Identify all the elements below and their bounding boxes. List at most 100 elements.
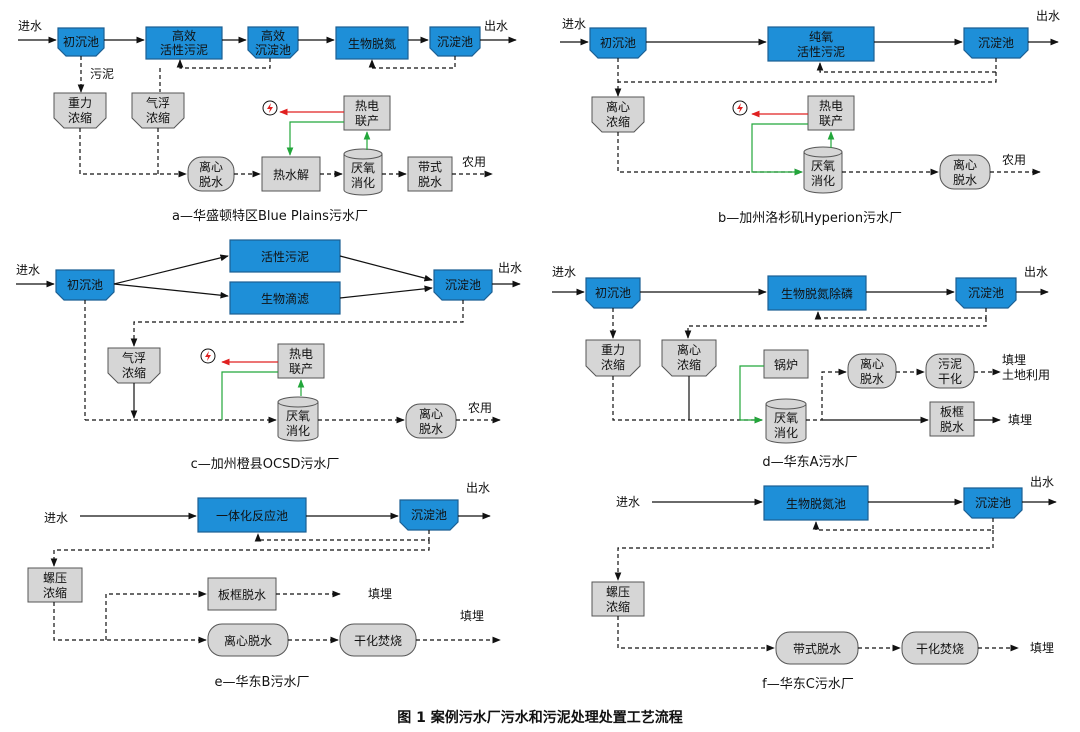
svg-text:d—华东A污水厂: d—华东A污水厂 — [762, 455, 857, 470]
svg-text:b—加州洛杉矶Hyperion污水厂: b—加州洛杉矶Hyperion污水厂 — [718, 211, 902, 226]
svg-text:高效: 高效 — [172, 28, 196, 43]
d-final-clarifier: 沉淀池 — [955, 277, 1017, 309]
svg-text:农用: 农用 — [468, 401, 492, 415]
svg-text:消化: 消化 — [351, 176, 375, 190]
svg-text:活性污泥: 活性污泥 — [261, 250, 309, 264]
a-primary-label: 初沉池 — [63, 35, 99, 49]
svg-text:干化焚烧: 干化焚烧 — [916, 642, 964, 656]
a-chp: 热电 联产 — [343, 95, 391, 131]
svg-text:e—华东B污水厂: e—华东B污水厂 — [215, 675, 310, 690]
svg-text:活性污泥: 活性污泥 — [797, 45, 845, 59]
svg-text:初沉池: 初沉池 — [600, 36, 636, 50]
svg-text:沉淀池: 沉淀池 — [978, 36, 1014, 50]
svg-text:离心: 离心 — [860, 356, 884, 371]
panel-c: 进水 初沉池 活性污泥 生物滴滤 沉淀池 出水 气浮 浓缩 — [16, 239, 522, 472]
svg-text:消化: 消化 — [774, 426, 798, 440]
svg-text:离心脱水: 离心脱水 — [224, 633, 272, 648]
e-centrifuge-dewatering: 离心脱水 — [207, 623, 289, 657]
panel-e: 进水 一体化反应池 沉淀池 出水 螺压 浓缩 板框脱水 填埋 离心脱水 — [27, 481, 501, 690]
svg-text:f—华东C污水厂: f—华东C污水厂 — [762, 677, 854, 692]
c-power-icon — [200, 348, 216, 364]
svg-text:离心: 离心 — [419, 406, 443, 421]
svg-text:出水: 出水 — [1030, 475, 1054, 489]
svg-text:沉淀池: 沉淀池 — [445, 278, 481, 292]
svg-text:热电: 热电 — [819, 99, 843, 113]
svg-text:热水解: 热水解 — [273, 168, 309, 182]
svg-text:离心: 离心 — [606, 99, 630, 114]
a-gravity-thickener: 重力 浓缩 — [53, 92, 107, 129]
svg-text:浓缩: 浓缩 — [601, 357, 625, 372]
svg-text:带式脱水: 带式脱水 — [793, 641, 841, 656]
c-trickling-filter: 生物滴滤 — [229, 281, 341, 315]
svg-text:沉淀池: 沉淀池 — [411, 508, 447, 522]
svg-text:沉淀池: 沉淀池 — [437, 35, 473, 49]
svg-text:填埋: 填埋 — [460, 609, 484, 623]
svg-text:消化: 消化 — [286, 424, 310, 438]
svg-text:沉淀池: 沉淀池 — [975, 496, 1011, 510]
svg-text:高效: 高效 — [261, 28, 285, 43]
svg-text:沉淀池: 沉淀池 — [968, 286, 1004, 300]
svg-text:初沉池: 初沉池 — [595, 286, 631, 300]
a-inflow: 进水 — [18, 19, 42, 33]
a-final-clarifier: 沉淀池 — [429, 26, 481, 57]
svg-text:填埋: 填埋 — [1002, 353, 1026, 367]
b-primary-clarifier: 初沉池 — [589, 27, 647, 59]
svg-text:进水: 进水 — [44, 511, 68, 525]
svg-text:农用: 农用 — [462, 155, 486, 169]
svg-text:纯氧: 纯氧 — [809, 30, 833, 44]
a-daf-thickener: 气浮 浓缩 — [131, 92, 185, 129]
panel-f: 进水 生物脱氮池 沉淀池 出水 螺压 浓缩 带式脱水 干化焚烧 — [591, 475, 1057, 692]
b-final-clarifier: 沉淀池 — [963, 27, 1029, 59]
a-anaerobic-digester: 厌氧 消化 — [343, 148, 383, 196]
svg-text:生物滴滤: 生物滴滤 — [261, 291, 309, 306]
e-final-clarifier: 沉淀池 — [399, 499, 459, 531]
b-anaerobic-digester: 厌氧 消化 — [803, 146, 843, 194]
d-boiler: 锅炉 — [763, 349, 809, 379]
c-primary-clarifier: 初沉池 — [55, 269, 115, 301]
svg-text:脱水: 脱水 — [199, 174, 223, 189]
svg-text:填埋: 填埋 — [1030, 641, 1054, 655]
d-anaerobic-digester: 厌氧 消化 — [765, 398, 807, 444]
svg-text:浓缩: 浓缩 — [43, 585, 67, 600]
c-centrifuge-dewatering: 离心 脱水 — [405, 403, 457, 439]
e-plate-frame-press: 板框脱水 — [207, 577, 277, 611]
svg-text:生物脱氮除磷: 生物脱氮除磷 — [781, 286, 853, 301]
svg-text:热电: 热电 — [355, 99, 379, 113]
svg-text:离心: 离心 — [677, 342, 701, 357]
c-chp: 热电 联产 — [277, 343, 325, 379]
a-high-rate-as: 高效 活性污泥 — [145, 26, 223, 60]
b-centrifuge-dewatering: 离心 脱水 — [939, 154, 991, 190]
svg-text:一体化反应池: 一体化反应池 — [216, 508, 288, 523]
a-centrifuge-dewatering: 离心 脱水 — [187, 156, 235, 192]
f-final-clarifier: 沉淀池 — [963, 487, 1023, 519]
svg-text:干化: 干化 — [938, 372, 962, 386]
svg-text:浓缩: 浓缩 — [606, 599, 630, 614]
svg-text:进水: 进水 — [552, 265, 576, 279]
d-sludge-dryer: 污泥 干化 — [925, 353, 975, 389]
svg-text:浓缩: 浓缩 — [677, 357, 701, 372]
b-centrifuge-thickener: 离心 浓缩 — [591, 96, 645, 133]
f-bnr: 生物脱氮池 — [763, 485, 869, 521]
a-outflow: 出水 — [484, 19, 508, 33]
svg-text:填埋: 填埋 — [368, 587, 392, 601]
svg-text:浓缩: 浓缩 — [122, 365, 146, 380]
svg-text:联产: 联产 — [355, 114, 379, 128]
svg-text:出水: 出水 — [498, 261, 522, 275]
svg-text:初沉池: 初沉池 — [67, 278, 103, 292]
svg-text:生物脱氮: 生物脱氮 — [348, 36, 396, 51]
svg-text:锅炉: 锅炉 — [774, 357, 798, 372]
svg-text:浓缩: 浓缩 — [606, 114, 630, 129]
e-dry-incineration: 干化焚烧 — [339, 623, 417, 657]
svg-text:出水: 出水 — [1024, 265, 1048, 279]
svg-text:脱水: 脱水 — [953, 172, 977, 187]
b-chp: 热电 联产 — [807, 95, 855, 131]
c-anaerobic-digester: 厌氧 消化 — [277, 396, 319, 442]
d-plate-frame-press: 板框 脱水 — [929, 401, 975, 437]
a-bnr: 生物脱氮 — [335, 26, 409, 60]
f-belt-press: 带式脱水 — [775, 631, 859, 665]
svg-text:气浮: 气浮 — [146, 95, 170, 110]
svg-text:脱水: 脱水 — [418, 174, 442, 189]
svg-text:浓缩: 浓缩 — [146, 110, 170, 125]
svg-text:脱水: 脱水 — [419, 421, 443, 436]
a-belt-press: 带式 脱水 — [407, 156, 453, 192]
